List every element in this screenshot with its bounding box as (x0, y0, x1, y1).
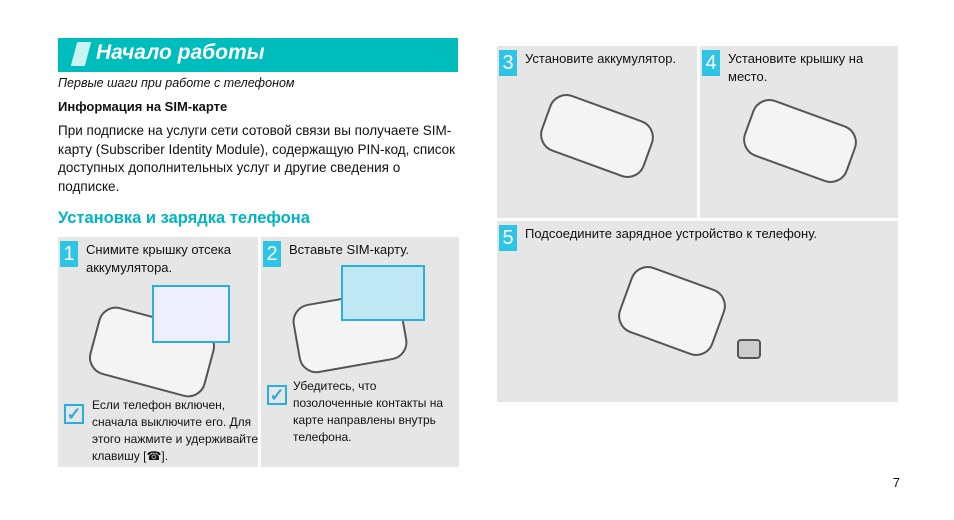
step-text: Подсоедините зарядное устройство к телеф… (525, 226, 818, 241)
step-number: 4 (702, 50, 720, 76)
step-text: Установите аккумулятор. (525, 51, 677, 66)
step-text: Установите крышку на место. (728, 51, 864, 84)
step-1-panel: 1 Снимите крышку отсека аккумулятора. ✓ … (58, 237, 258, 467)
step-3-panel: 3 Установите аккумулятор. (497, 46, 697, 218)
sim-heading: Информация на SIM-карте (58, 99, 228, 114)
step-2-panel: 2 Вставьте SIM-карту. ✓ Убедитесь, что п… (261, 237, 459, 467)
step-number: 3 (499, 50, 517, 76)
page-title: Начало работы (96, 41, 265, 64)
section-banner: Начало работы (58, 38, 458, 72)
step-number: 5 (499, 225, 517, 251)
step-4-panel: 4 Установите крышку на место. (700, 46, 898, 218)
install-heading: Установка и зарядка телефона (58, 209, 310, 227)
step-note: Если телефон включен, сначала выключите … (92, 398, 259, 463)
step-number: 1 (60, 241, 78, 267)
step-text: Вставьте SIM-карту. (289, 242, 410, 257)
end-key-icon: ☎ (146, 449, 162, 463)
sim-inset (341, 265, 425, 321)
phone-illustration (613, 261, 731, 361)
check-icon: ✓ (64, 404, 84, 424)
check-icon: ✓ (267, 385, 287, 405)
charger-plug (737, 339, 761, 359)
step-number: 2 (263, 241, 281, 267)
detail-inset (152, 285, 230, 343)
step-note: Убедитесь, что позолоченные контакты на … (293, 379, 444, 444)
step-5-panel: 5 Подсоедините зарядное устройство к тел… (497, 221, 898, 402)
phone-illustration (535, 88, 659, 184)
phone-illustration (738, 93, 862, 189)
step-text: Снимите крышку отсека аккумулятора. (86, 242, 231, 275)
banner-slash (70, 42, 92, 66)
page-number: 7 (892, 475, 900, 490)
sim-paragraph: При подписке на услуги сети сотовой связ… (58, 123, 456, 194)
subtitle: Первые шаги при работе с телефоном (58, 76, 295, 90)
